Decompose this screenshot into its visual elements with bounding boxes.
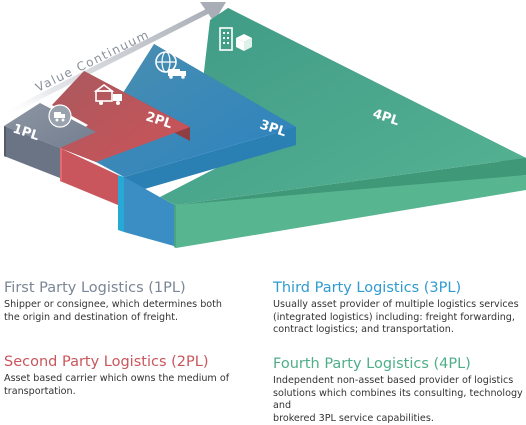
description-line: Asset based carrier which owns the mediu… — [4, 373, 230, 384]
description-line: (integrated logistics) including: freigh… — [273, 311, 515, 323]
description-line: Independent non-asset based provider of … — [273, 375, 514, 386]
description-title-2pl: Second Party Logistics (2PL) — [4, 354, 209, 370]
description-line: Usually asset provider of multiple logis… — [273, 299, 519, 310]
description-3pl: Third Party Logistics (3PL) Usually asse… — [273, 279, 523, 337]
description-text-1pl: Shipper or consignee, which determines b… — [4, 299, 254, 324]
package-truck-icon — [48, 104, 72, 128]
logistics-staircase-diagram: Value Continuum 1PL 2PL 3PL 4PL — [2, 2, 526, 248]
description-4pl: Fourth Party Logistics (4PL) Independent… — [273, 355, 525, 425]
description-line: contract logistics; and transportation. — [273, 324, 454, 336]
description-line: transportation. — [4, 385, 76, 397]
description-title-1pl: First Party Logistics (1PL) — [4, 280, 186, 296]
description-title-4pl: Fourth Party Logistics (4PL) — [273, 356, 471, 372]
tier-block-3pl — [96, 44, 296, 246]
description-line: the origin and destination of freight. — [4, 311, 179, 323]
tier-block-2pl — [52, 71, 190, 205]
value-continuum-arrow — [2, 2, 226, 118]
description-line: brokered 3PL service capabilities. — [273, 412, 434, 424]
description-2pl: Second Party Logistics (2PL) Asset based… — [4, 353, 254, 398]
description-line: Shipper or consignee, which determines b… — [4, 299, 223, 310]
description-text-2pl: Asset based carrier which owns the mediu… — [4, 373, 254, 398]
description-1pl: First Party Logistics (1PL) Shipper or c… — [4, 279, 254, 324]
tier-block-1pl — [4, 103, 96, 178]
description-line: solutions which combines its consulting,… — [273, 387, 523, 412]
description-title-3pl: Third Party Logistics (3PL) — [273, 280, 462, 296]
delivery-truck-icon — [93, 84, 122, 105]
description-text-4pl: Independent non-asset based provider of … — [273, 375, 525, 425]
globe-truck-icon — [155, 51, 186, 79]
description-text-3pl: Usually asset provider of multiple logis… — [273, 299, 523, 337]
building-package-icon — [219, 27, 252, 51]
